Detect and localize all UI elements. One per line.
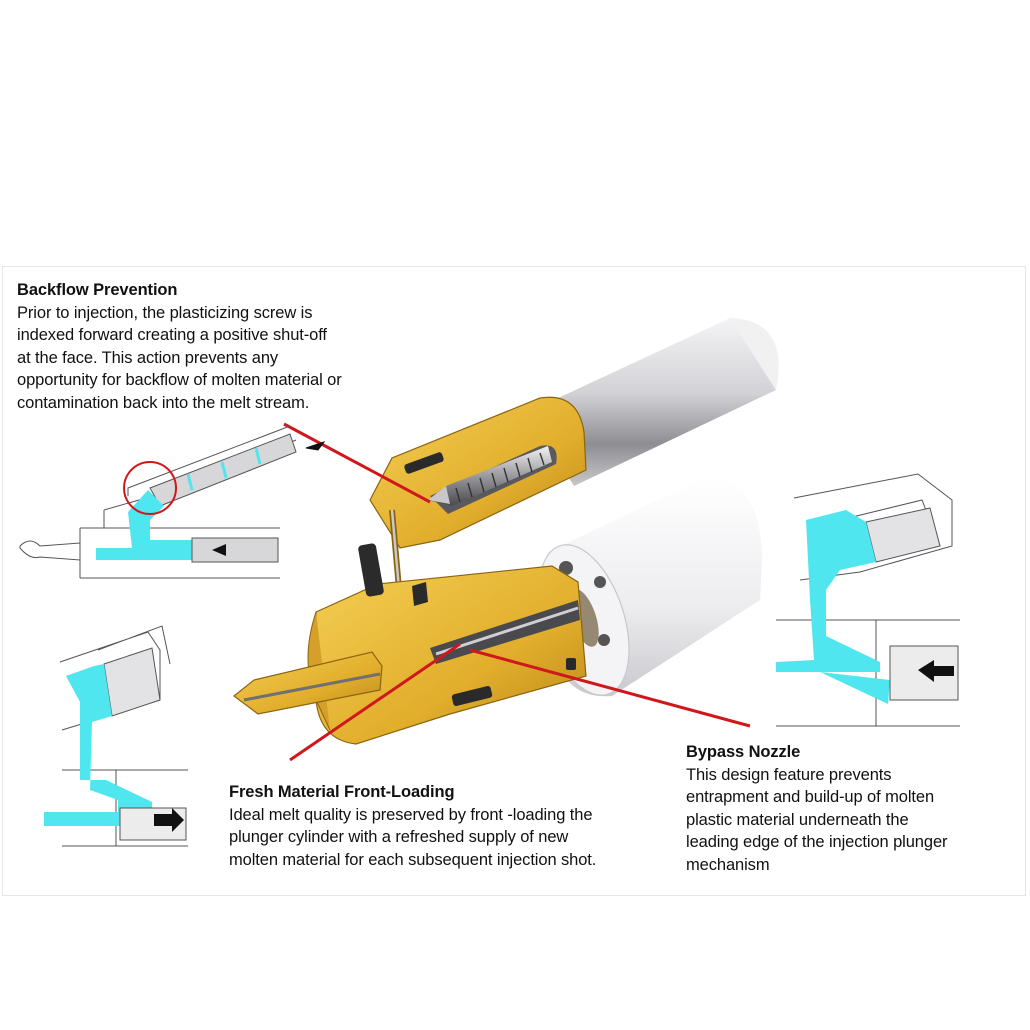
nozzle-housing: [233, 543, 587, 745]
bypass-schematic: [776, 473, 960, 727]
left-flow-schematic: [44, 625, 188, 847]
callout-title: Bypass Nozzle: [686, 743, 801, 761]
callout-leaders: [283, 422, 751, 762]
callout-body: Ideal melt quality is preserved by front…: [229, 805, 597, 869]
plasticizing-screw: [428, 446, 552, 506]
callout-title: Fresh Material Front-Loading: [229, 783, 455, 801]
callout-body: Prior to injection, the plasticizing scr…: [17, 303, 342, 412]
callout-body: This design feature prevents entrapment …: [686, 765, 948, 874]
callout-bypass-nozzle: Bypass Nozzle This design feature preven…: [686, 741, 1006, 876]
diagram-frame: [2, 266, 1026, 896]
backflow-schematic: [19, 425, 326, 579]
callout-fresh-material: Fresh Material Front-Loading Ideal melt …: [229, 781, 669, 871]
callout-backflow: Backflow Prevention Prior to injection, …: [17, 279, 417, 414]
plasticizing-barrel: [528, 318, 779, 486]
callout-title: Backflow Prevention: [17, 281, 178, 299]
